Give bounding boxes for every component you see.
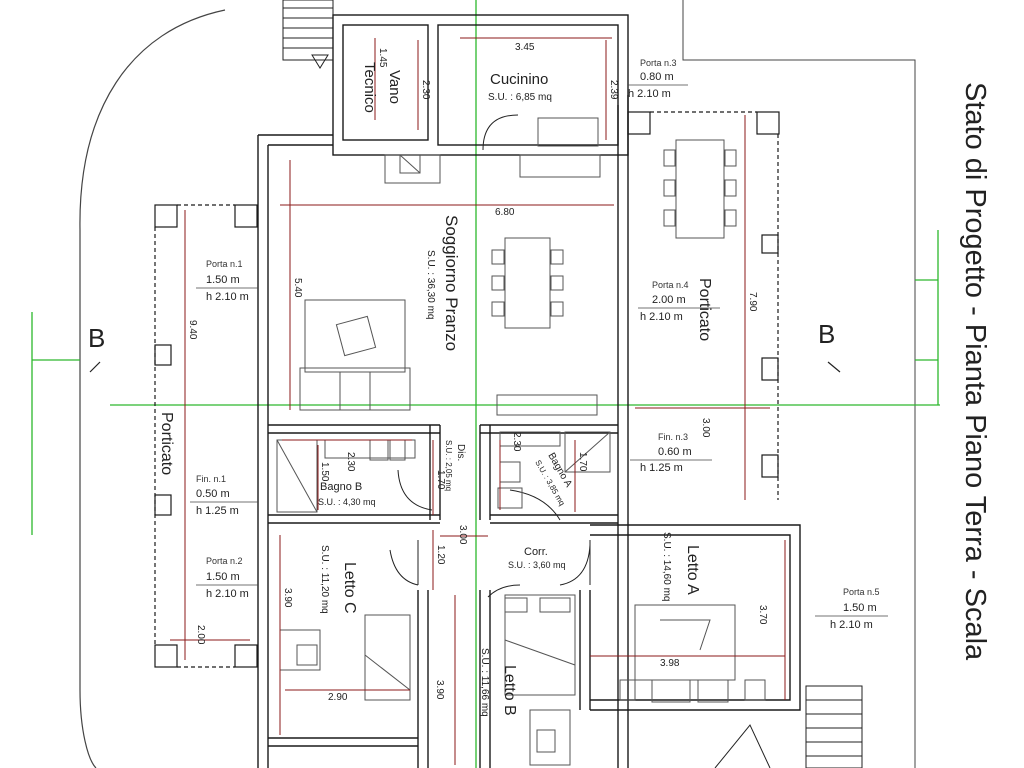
room-name-porticato-right: Porticato [696,278,713,341]
dim-1-70-bagno-a: 1.70 [577,452,588,472]
dim-5-40: 5.40 [292,278,303,298]
dim-1-20: 1.20 [435,545,446,565]
dim-3-90-letto-b: 3.90 [434,680,445,700]
opening-height: h 1.25 m [196,505,239,517]
room-name-letto-c: Letto C [341,562,358,614]
dim-3-90-letto-c: 3.90 [282,588,293,608]
room-area-dis: S.U. : 2,05 mq [444,440,453,491]
section-axes [31,0,940,768]
dim-3-00-corr: 3.00 [457,525,468,545]
dim-2-00: 2.00 [195,625,206,645]
opening-name: Porta n.4 [652,280,689,290]
opening-porta-4: Porta n.4 2.00 m h 2.10 m [638,280,720,323]
section-mark-left: B [88,323,105,353]
dim-9-40: 9.40 [187,320,198,340]
porticato-right-structure [627,111,780,500]
opening-porta-5: Porta n.5 1.50 m h 2.10 m [815,587,888,631]
dim-3-00-porticato: 3.00 [700,418,711,438]
walls [257,14,801,768]
room-name-cucinino: Cucinino [490,71,548,88]
room-area-letto-b: S.U. : 11,66 mq [479,648,490,717]
dim-2-90: 2.90 [328,692,348,703]
room-name-letto-a: Letto A [684,545,701,595]
opening-height: h 2.10 m [830,619,873,631]
room-name-tecnico: Tecnico [361,62,378,113]
room-name-soggiorno: Soggiorno Pranzo [442,215,461,351]
dim-2-30: 2.30 [420,80,431,100]
dim-7-90: 7.90 [747,292,758,312]
room-name-corr: Corr. [524,546,548,558]
section-mark-right: B [818,319,835,349]
stairs-bottom [714,685,863,768]
room-area-cucinino: S.U. : 6,85 mq [488,92,552,103]
dim-2-30-bagno-b: 2.30 [345,452,356,472]
page-title: Stato di Progetto - Pianta Piano Terra -… [959,82,991,661]
room-area-corr: S.U. : 3,60 mq [508,560,566,570]
room-area-bagno-b: S.U. : 4,30 mq [318,497,376,507]
dim-1-70-dis: 1.70 [435,470,446,490]
dim-1-50: 1.50 [319,462,330,482]
opening-fin-3: Fin. n.3 0.60 m h 1.25 m [630,432,712,474]
site-boundary [79,9,226,768]
door-swings [389,114,591,598]
room-area-letto-a: S.U. : 14,60 mq [661,532,672,601]
room-name-dis: Dis. [455,444,466,461]
opening-width: 2.00 m [652,294,686,306]
section-arrow-left-icon [89,361,101,373]
opening-width: 1.50 m [843,602,877,614]
room-name-bagno-b: Bagno B [320,481,362,493]
dim-2-30-bagno-a: 2.30 [511,432,522,452]
opening-width: 1.50 m [206,571,240,583]
opening-name: Porta n.2 [206,556,243,566]
opening-name: Porta n.3 [640,58,677,68]
opening-height: h 2.10 m [640,311,683,323]
opening-fin-1: Fin. n.1 0.50 m h 1.25 m [190,474,258,517]
dim-3-98: 3.98 [660,658,680,669]
opening-porta-3: Porta n.3 0.80 m h 2.10 m [628,58,688,100]
room-name-porticato-left: Porticato [158,412,175,475]
opening-height: h 1.25 m [640,462,683,474]
room-area-soggiorno: S.U. : 36,30 mq [425,250,436,319]
porticato-left-structure [154,204,258,668]
stairs-top [282,0,334,69]
opening-porta-2: Porta n.2 1.50 m h 2.10 m [196,556,258,600]
room-area-letto-c: S.U. : 11,20 mq [319,545,330,614]
dim-2-39: 2.39 [608,80,619,100]
section-arrow-right-icon [827,361,841,373]
opening-width: 0.80 m [640,71,674,83]
room-name-letto-b: Letto B [501,665,518,716]
furniture [276,117,766,766]
dim-3-70: 3.70 [757,605,768,625]
dim-6-80: 6.80 [495,207,515,218]
dimension-lines [170,37,786,765]
opening-name: Porta n.5 [843,587,880,597]
opening-height: h 2.10 m [206,291,249,303]
opening-width: 1.50 m [206,274,240,286]
opening-name: Fin. n.3 [658,432,688,442]
opening-width: 0.50 m [196,488,230,500]
opening-name: Porta n.1 [206,259,243,269]
opening-porta-1: Porta n.1 1.50 m h 2.10 m [196,259,258,303]
opening-height: h 2.10 m [628,88,671,100]
opening-width: 0.60 m [658,446,692,458]
dim-3-45: 3.45 [515,42,535,53]
site-boundary-right [682,0,916,280]
room-name-vano: Vano [386,70,403,104]
dim-1-45: 1.45 [377,48,388,68]
opening-name: Fin. n.1 [196,474,226,484]
opening-height: h 2.10 m [206,588,249,600]
